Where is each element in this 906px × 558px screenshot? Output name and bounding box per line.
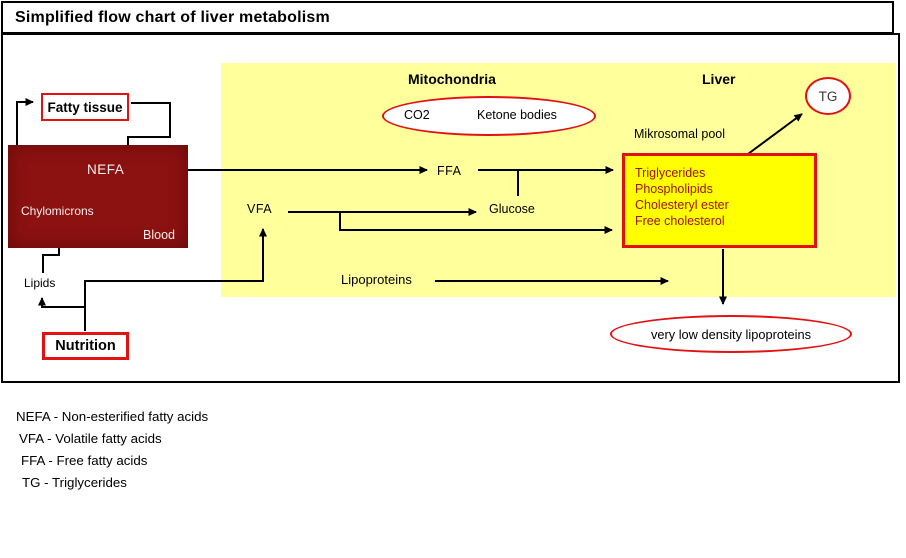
legend-nefa: NEFA - Non-esterified fatty acids: [16, 409, 209, 424]
arrow-nutrition-to-lipids: [38, 297, 85, 308]
nefa-label: NEFA: [87, 162, 125, 177]
mitochondria-header: Mitochondria: [408, 71, 496, 87]
ketone-bodies-ellipse: CO2 Ketone bodies: [382, 96, 596, 136]
ffa-label: FFA: [437, 164, 462, 178]
legend-vfa: VFA - Volatile fatty acids: [19, 431, 162, 446]
mikrosomal-pool-box: Triglycerides Phospholipids Cholesteryl …: [622, 153, 817, 248]
vldl-label: very low density lipoproteins: [650, 326, 812, 342]
legend-tg: TG - Triglycerides: [22, 475, 127, 490]
vldl-node: very low density lipoproteins: [610, 315, 852, 353]
liver-header: Liver: [702, 71, 736, 87]
arrow-vfa-to-pool: [339, 212, 613, 234]
chylomicrons-label: Chylomicrons: [21, 204, 94, 218]
lipids-label: Lipids: [24, 276, 56, 290]
pool-item-phospholipids: Phospholipids: [635, 182, 713, 196]
vfa-label: VFA: [247, 202, 273, 216]
arrow-fatty-tissue-to-nefa: [124, 102, 171, 156]
arrow-pool-to-tg: [747, 113, 803, 155]
ketone-bodies-label: Ketone bodies: [477, 108, 557, 122]
pool-item-cholesteryl-ester: Cholesteryl ester: [635, 198, 729, 212]
pool-item-free-cholesterol: Free cholesterol: [635, 214, 725, 228]
fatty-tissue-node: Fatty tissue: [41, 93, 129, 121]
blood-box: NEFA Chylomicrons Blood: [8, 145, 188, 248]
mikrosomal-pool-label: Mikrosomal pool: [634, 127, 726, 141]
tg-label: TG: [818, 88, 838, 104]
pool-item-triglycerides: Triglycerides: [635, 166, 706, 180]
legend-ffa: FFA - Free fatty acids: [21, 453, 148, 468]
tg-node: TG: [805, 77, 851, 115]
co2-label: CO2: [404, 108, 430, 122]
glucose-label: Glucose: [489, 202, 535, 216]
nutrition-node: Nutrition: [42, 332, 129, 360]
blood-label: Blood: [143, 228, 175, 242]
page-title: Simplified flow chart of liver metabolis…: [15, 8, 330, 26]
title-bar: Simplified flow chart of liver metabolis…: [1, 1, 894, 34]
lipoproteins-label: Lipoproteins: [341, 272, 412, 287]
